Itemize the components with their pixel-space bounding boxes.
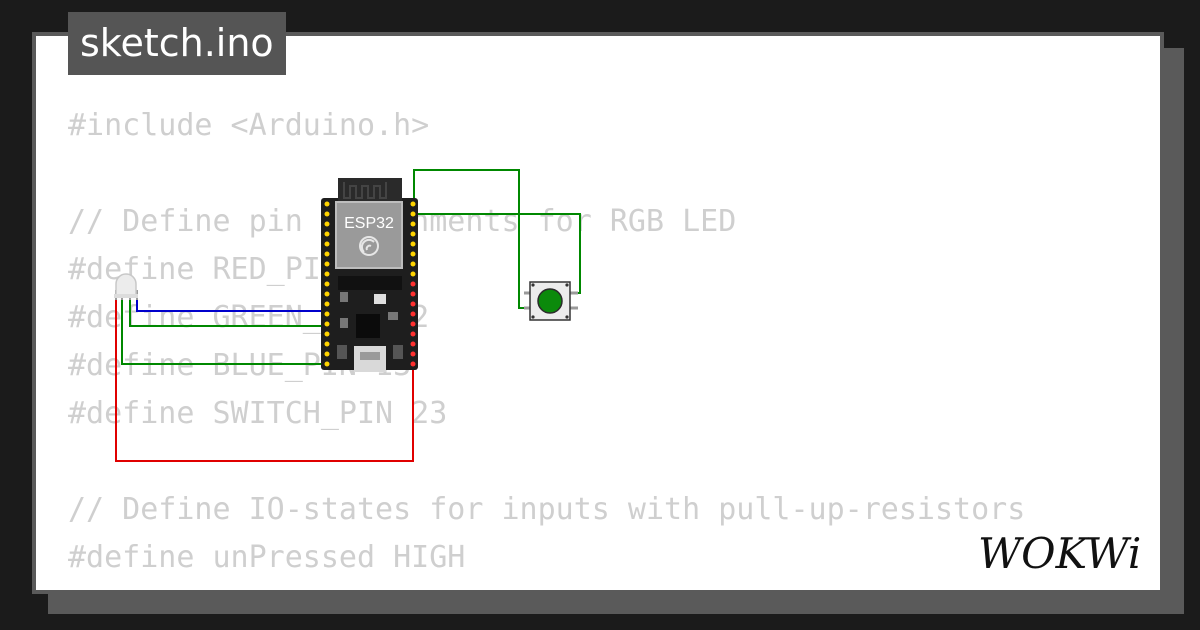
wire-green-button-1 xyxy=(413,169,531,309)
file-tab[interactable]: sketch.ino xyxy=(68,12,286,75)
logo-text: WOKWi xyxy=(978,529,1141,576)
wire-green-led xyxy=(121,298,331,365)
code-line: // Define IO-states for inputs with pull… xyxy=(68,492,1026,527)
esp32-board-icon[interactable]: ESP32 xyxy=(321,178,418,372)
code-line: #define pressed LOW xyxy=(68,582,1025,590)
wire-green-led-2 xyxy=(129,298,331,327)
wire-blue xyxy=(136,298,331,312)
rgb-led-icon[interactable] xyxy=(114,273,138,300)
code-line: #include <Arduino.h> xyxy=(68,108,430,143)
code-line: #define SWITCH_PIN 23 xyxy=(68,396,448,431)
wokwi-logo: WOKWi xyxy=(978,529,1141,576)
wires xyxy=(115,169,581,462)
pin-header-left xyxy=(324,201,330,367)
wire-green-button-2 xyxy=(414,213,581,294)
pushbutton-icon[interactable] xyxy=(524,281,578,321)
board-label: ESP32 xyxy=(344,215,394,232)
pin-header-right xyxy=(410,201,416,367)
wire-red xyxy=(115,290,414,462)
code-line: #define unPressed HIGH xyxy=(68,540,466,575)
wifi-icon xyxy=(359,236,379,256)
